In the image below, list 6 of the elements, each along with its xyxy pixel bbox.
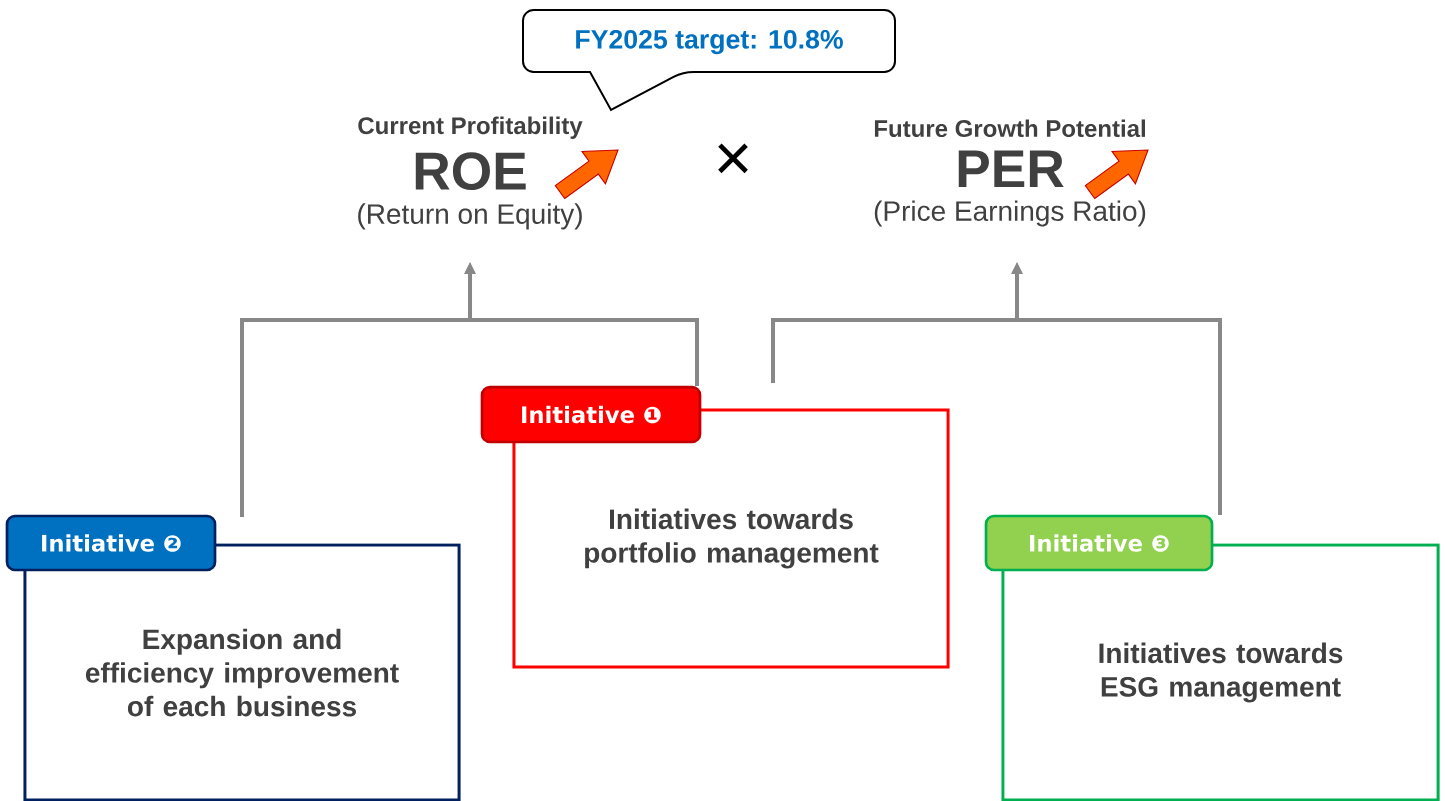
metric-label: Current Profitability ROE (Return on Equity) <box>358 116 583 230</box>
metric-label: Future Growth Potential PER (Price Earnings Ratio) <box>874 119 1146 227</box>
initiative-tab: Initiative ❷ <box>5 514 217 572</box>
callout-bubble: FY2025 target: 10.8% <box>522 9 896 111</box>
initiative-tab: Initiative ❸ <box>984 514 1214 572</box>
initiative-tab: Initiative ❶ <box>480 385 702 444</box>
